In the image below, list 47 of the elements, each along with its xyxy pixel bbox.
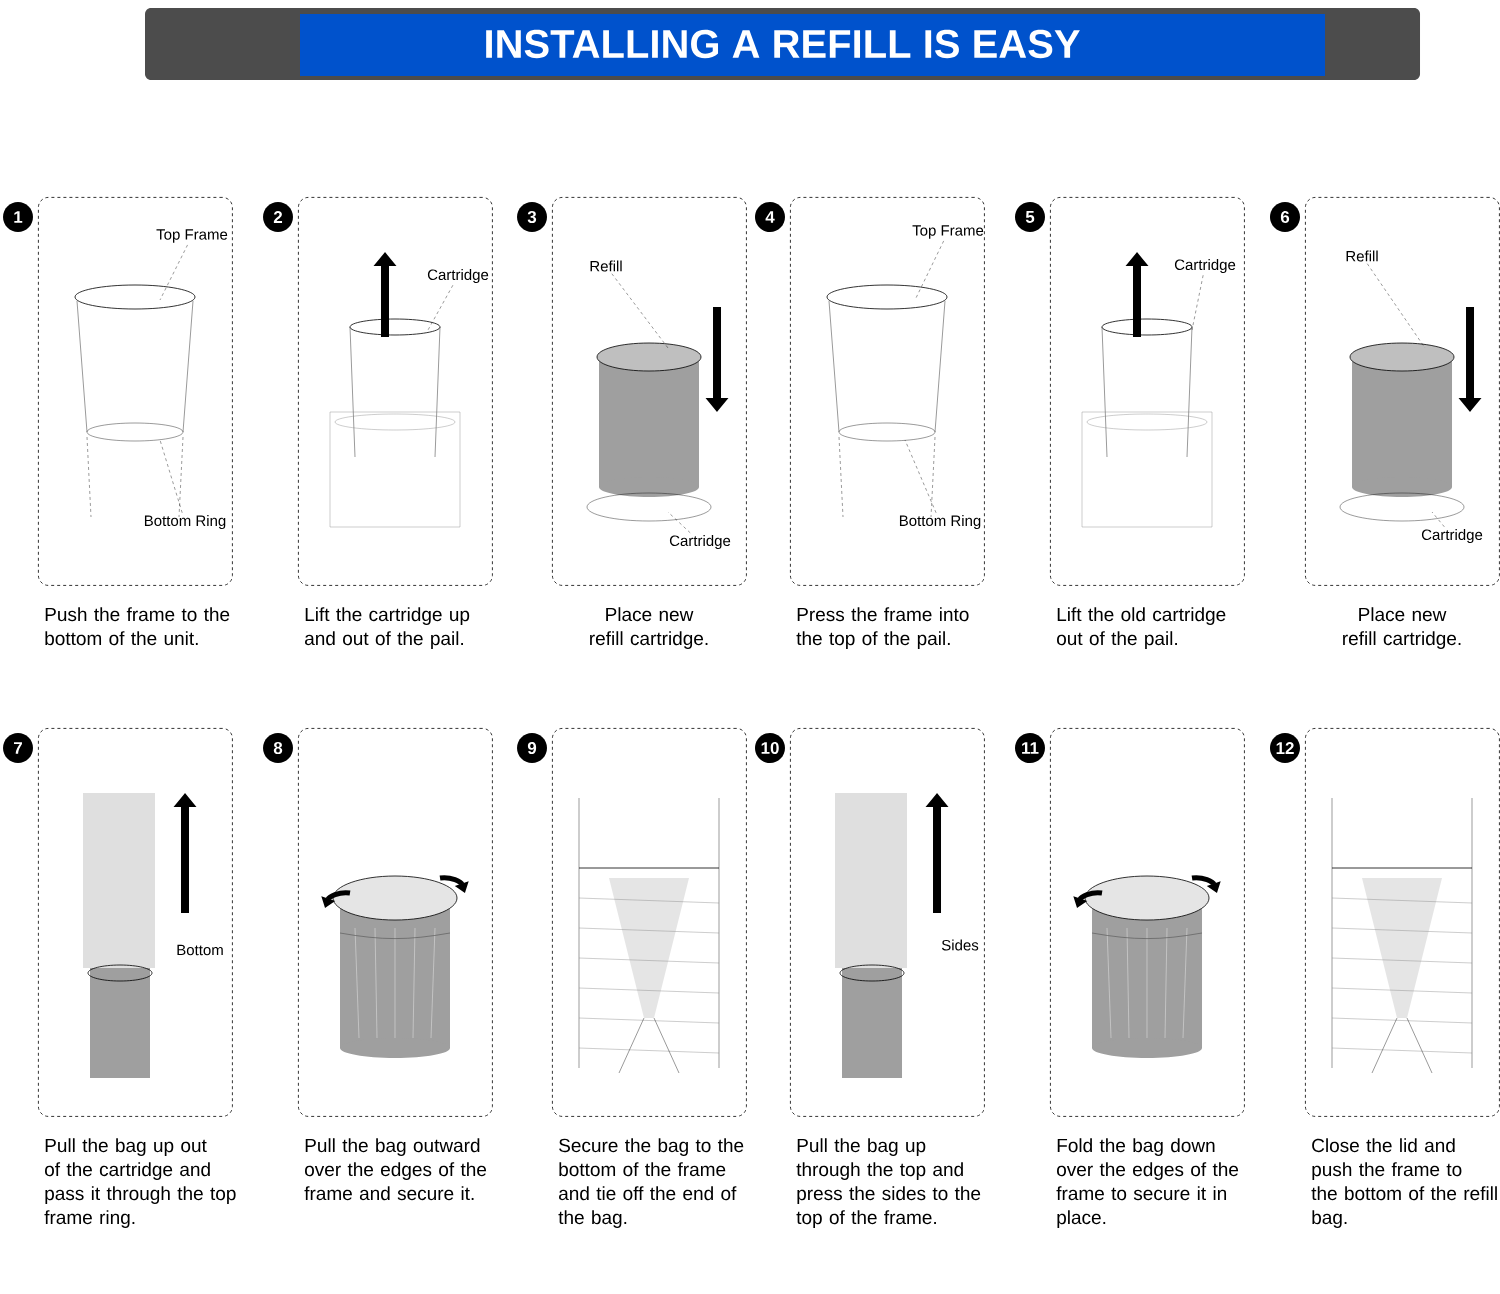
step-caption: Fold the bag down over the edges of the frame to secure it in place. xyxy=(1056,1138,1239,1228)
step-caption: Place new refill cartridge. xyxy=(1343,607,1461,649)
title-banner: INSTALLING A REFILL IS EASY xyxy=(145,8,1420,80)
part-label: Refill xyxy=(590,260,622,272)
step-caption: Pull the bag up through the top and press the sides to the top of the frame. xyxy=(796,1138,981,1228)
step-number: 5 xyxy=(1015,202,1045,232)
step-caption: Place new refill cartridge. xyxy=(590,607,708,649)
pail-drawing xyxy=(578,797,720,1074)
step-caption: Push the frame to the bottom of the unit. xyxy=(45,607,230,646)
part-label: Cartridge xyxy=(669,535,731,549)
part-label: Cartridge xyxy=(1421,529,1483,543)
part-label: Top Frame xyxy=(156,229,228,243)
part-label: Top Frame xyxy=(912,225,984,239)
leader-line xyxy=(1191,275,1204,331)
step-number: 2 xyxy=(263,202,293,232)
leader-line xyxy=(904,439,937,514)
step-caption: Close the lid and push the frame to the bottom of the refill bag. xyxy=(1311,1138,1497,1228)
part-label: Sides xyxy=(941,939,979,951)
step-number: 8 xyxy=(263,733,293,763)
step-number: 7 xyxy=(3,733,33,763)
part-label: Cartridge xyxy=(1174,259,1236,273)
leader-line xyxy=(667,511,691,534)
part-label: Bottom Ring xyxy=(899,515,981,529)
step-caption: Pull the bag outward over the edges of the frame and secure it. xyxy=(304,1138,487,1201)
part-label: Refill xyxy=(1346,250,1378,262)
leader-line xyxy=(159,439,183,514)
part-label: Cartridge xyxy=(427,269,489,283)
part-label: Bottom Ring xyxy=(144,515,226,529)
leader-line xyxy=(1431,511,1445,528)
step-caption: Pull the bag up out of the cartridge and pass it through the top frame ring. xyxy=(44,1138,236,1228)
part-label: Bottom xyxy=(177,944,223,956)
pail-drawing xyxy=(1331,797,1473,1074)
step-caption: Lift the cartridge up and out of the pail. xyxy=(305,607,470,649)
leader-line xyxy=(611,273,669,349)
step-number: 10 xyxy=(755,733,785,763)
step-number: 12 xyxy=(1270,733,1300,763)
step-number: 9 xyxy=(517,733,547,763)
step-number: 3 xyxy=(517,202,547,232)
step-number: 11 xyxy=(1015,733,1045,763)
step-caption: Secure the bag to the bottom of the frame and tie off the end of the bag. xyxy=(558,1138,744,1228)
step-caption: Lift the old cartridge out of the pail. xyxy=(1057,607,1226,649)
step-number: 4 xyxy=(755,202,785,232)
step-number: 6 xyxy=(1270,202,1300,232)
step-number: 1 xyxy=(3,202,33,232)
leader-line xyxy=(159,244,188,301)
step-caption: Press the frame into the top of the pail. xyxy=(796,607,969,649)
leader-line xyxy=(427,285,454,331)
